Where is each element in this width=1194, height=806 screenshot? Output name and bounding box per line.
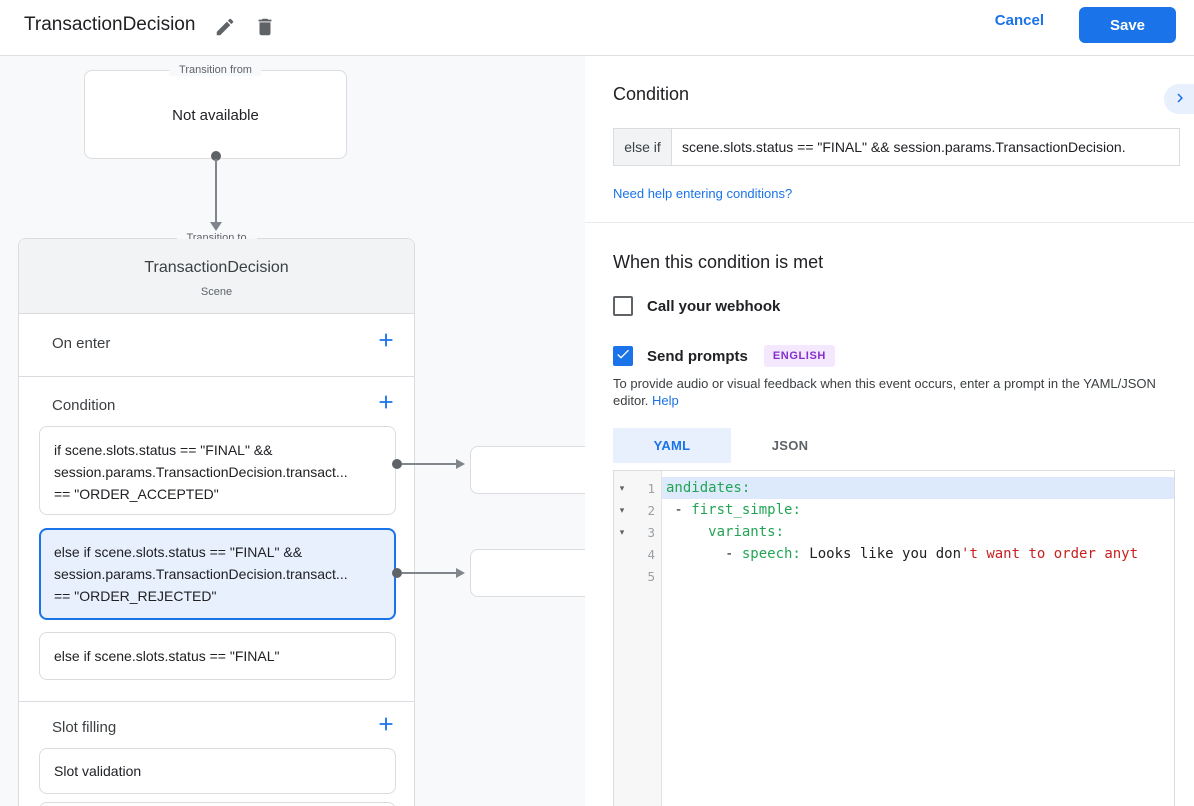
condition-expression-input[interactable] xyxy=(672,129,1179,165)
condition-line: session.params.TransactionDecision.trans… xyxy=(54,566,348,582)
condition-line: if scene.slots.status == "FINAL" && xyxy=(54,442,273,458)
trash-icon xyxy=(254,16,276,41)
condition-section-label: Condition xyxy=(52,397,116,414)
condition-panel-heading: Condition xyxy=(613,84,690,104)
gutter-row: 5 xyxy=(614,565,661,587)
condition-card-rejected-selected[interactable]: else if scene.slots.status == "FINAL" &&… xyxy=(39,528,396,620)
connector-line xyxy=(402,463,456,465)
line-number: 3 xyxy=(647,524,655,540)
condition-line: == "ORDER_REJECTED" xyxy=(54,588,217,604)
condition-line: else if scene.slots.status == "FINAL" && xyxy=(54,544,303,560)
plus-icon xyxy=(375,391,397,416)
tab-json[interactable]: JSON xyxy=(731,428,849,463)
flow-canvas: Transition from Not available Transition… xyxy=(0,56,600,806)
send-prompts-row: Send prompts ENGLISH xyxy=(613,345,835,367)
condition-line: else if scene.slots.status == "FINAL" xyxy=(54,648,280,664)
fold-triangle-down-icon[interactable]: ▾ xyxy=(619,482,625,493)
app-header: TransactionDecision Cancel Save xyxy=(0,0,1194,56)
yaml-editor[interactable]: ▾ 1 ▾ 2 ▾ 3 4 5 xyxy=(613,470,1175,806)
fold-triangle-down-icon[interactable]: ▾ xyxy=(619,504,625,515)
delete-scene-button[interactable] xyxy=(250,13,280,43)
tab-yaml[interactable]: YAML xyxy=(613,428,731,463)
condition-input-group: else if xyxy=(613,128,1180,166)
chevron-right-icon xyxy=(1171,89,1189,110)
arrowhead-down-icon xyxy=(210,222,222,231)
prompt-description: To provide audio or visual feedback when… xyxy=(613,375,1169,409)
check-icon xyxy=(615,346,631,367)
condition-operator-label: else if xyxy=(614,129,672,165)
editor-tabs: YAML JSON xyxy=(613,428,849,463)
transition-target-box[interactable] xyxy=(470,549,600,597)
transition-target-box[interactable] xyxy=(470,446,600,494)
code-line-1[interactable]: andidates: xyxy=(662,477,1174,499)
arrowhead-right-icon xyxy=(456,568,465,578)
connector-dot xyxy=(392,568,402,578)
arrowhead-right-icon xyxy=(456,459,465,469)
gutter-row: ▾ 3 xyxy=(614,521,661,543)
collapse-panel-button[interactable] xyxy=(1164,84,1194,114)
webhook-checkbox[interactable] xyxy=(613,296,633,316)
connector-dot xyxy=(211,151,221,161)
condition-card-accepted[interactable]: if scene.slots.status == "FINAL" && sess… xyxy=(39,426,396,515)
line-number: 5 xyxy=(647,568,655,584)
section-divider xyxy=(19,376,414,377)
language-badge: ENGLISH xyxy=(763,345,835,367)
editor-code-area[interactable]: andidates: - first_simple: variants: - s… xyxy=(662,471,1174,806)
prompt-description-text: To provide audio or visual feedback when… xyxy=(613,376,1156,408)
slot-validation-card[interactable]: Slot validation xyxy=(39,748,396,794)
scene-name: TransactionDecision xyxy=(144,259,289,276)
fold-triangle-down-icon[interactable]: ▾ xyxy=(619,526,625,537)
scene-header: TransactionDecision Scene xyxy=(19,239,414,314)
line-number: 2 xyxy=(647,502,655,518)
transition-from-box: Transition from Not available xyxy=(84,64,347,159)
code-line-2[interactable]: - first_simple: xyxy=(666,502,801,518)
code-line-3[interactable]: variants: xyxy=(708,524,785,540)
connector-line xyxy=(215,159,217,222)
line-number: 4 xyxy=(647,546,655,562)
panel-divider xyxy=(585,222,1194,223)
line-number: 1 xyxy=(647,480,655,496)
plus-icon xyxy=(375,713,397,738)
on-enter-label: On enter xyxy=(52,335,111,352)
slot-filling-label: Slot filling xyxy=(52,719,117,736)
detail-panel: Condition else if Need help entering con… xyxy=(585,56,1194,806)
when-met-heading: When this condition is met xyxy=(613,252,824,272)
send-prompts-checkbox[interactable] xyxy=(613,346,633,366)
page-title: TransactionDecision xyxy=(24,14,196,35)
editor-gutter: ▾ 1 ▾ 2 ▾ 3 4 5 xyxy=(614,471,662,806)
prompt-help-link[interactable]: Help xyxy=(652,393,679,408)
gutter-row: ▾ 2 xyxy=(614,499,661,521)
condition-line: session.params.TransactionDecision.trans… xyxy=(54,464,348,480)
plus-icon xyxy=(375,329,397,354)
edit-title-button[interactable] xyxy=(210,13,240,43)
connector-line xyxy=(402,572,456,574)
code-line-4[interactable]: - speech: Looks like you don't want to o… xyxy=(666,546,1139,562)
slot-card-label: Slot validation xyxy=(54,763,142,779)
webhook-label: Call your webhook xyxy=(647,297,781,315)
save-button[interactable]: Save xyxy=(1079,7,1176,43)
add-condition-button[interactable] xyxy=(374,391,398,415)
gutter-row: ▾ 1 xyxy=(614,477,661,499)
condition-help-link[interactable]: Need help entering conditions? xyxy=(613,186,793,201)
transition-from-status: Not available xyxy=(172,107,259,124)
partial-card[interactable] xyxy=(39,802,396,806)
code-line-5[interactable] xyxy=(662,565,1174,587)
cancel-button[interactable]: Cancel xyxy=(994,12,1044,29)
condition-line: == "ORDER_ACCEPTED" xyxy=(54,486,219,502)
connector-dot xyxy=(392,459,402,469)
send-prompts-label: Send prompts xyxy=(647,347,748,365)
pencil-icon xyxy=(214,16,236,41)
add-on-enter-button[interactable] xyxy=(374,329,398,353)
webhook-row: Call your webhook xyxy=(613,296,780,316)
gutter-row: 4 xyxy=(614,543,661,565)
condition-card-final[interactable]: else if scene.slots.status == "FINAL" xyxy=(39,632,396,680)
scene-type-label: Scene xyxy=(200,286,233,298)
transition-to-box: Transition to TransactionDecision Scene … xyxy=(18,232,415,806)
add-slot-button[interactable] xyxy=(374,713,398,737)
transition-from-legend: Transition from xyxy=(169,64,262,76)
section-divider xyxy=(19,701,414,702)
